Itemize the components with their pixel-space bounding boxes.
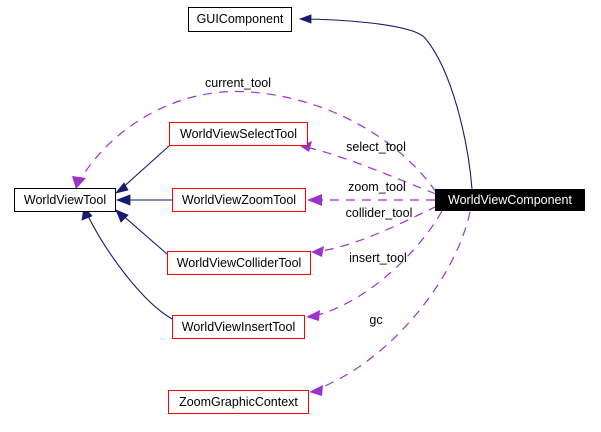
edge-usage-collider-tool [311,205,438,257]
edge-label-collider-tool: collider_tool [345,205,413,220]
edge-label-zoom-tool: zoom_tool [348,179,406,194]
node-guicomponent[interactable]: GUIComponent [188,7,292,32]
node-worldviewcollidertool[interactable]: WorldViewColliderTool [167,251,311,275]
node-worldviewcomponent[interactable]: WorldViewComponent [435,189,585,211]
edge-inheritance-collidertool [115,209,168,255]
edge-label-insert-tool: insert_tool [349,250,407,265]
node-label-worldviewcomponent: WorldViewComponent [448,192,572,207]
edge-label-current-tool: current_tool [204,75,272,90]
edge-label-select-tool: select_tool [346,139,406,154]
edge-usage-select-tool [300,141,437,195]
node-worldviewinserttool[interactable]: WorldViewInsertTool [172,315,305,339]
node-label-worldviewzoomtool: WorldViewZoomTool [181,192,297,207]
edge-usage-current-tool [72,90,437,193]
edge-inheritance-guicomponent [298,14,473,190]
node-label-worldviewinserttool: WorldViewInsertTool [181,319,296,334]
node-label-guicomponent: GUIComponent [196,12,284,27]
node-label-zoomgraphiccontext: ZoomGraphicContext [179,394,298,409]
node-label-worldviewtool: WorldViewTool [23,192,107,207]
edge-usage-insert-tool [306,210,443,321]
edge-usage-zoom-tool [307,194,435,206]
node-worldviewzoomtool[interactable]: WorldViewZoomTool [172,188,306,212]
node-worldviewtool[interactable]: WorldViewTool [14,188,116,212]
node-worldviewselecttool[interactable]: WorldViewSelectTool [169,122,308,146]
node-zoomgraphiccontext[interactable]: ZoomGraphicContext [168,390,309,414]
node-label-worldviewselecttool: WorldViewSelectTool [180,126,297,141]
edge-inheritance-selecttool [114,145,170,194]
edge-inheritance-inserttool [81,206,173,320]
edge-usage-gc [309,211,471,396]
edge-inheritance-zoomtool [115,194,172,206]
node-label-worldviewcollidertool: WorldViewColliderTool [176,255,302,270]
edge-label-gc: gc [369,312,383,327]
